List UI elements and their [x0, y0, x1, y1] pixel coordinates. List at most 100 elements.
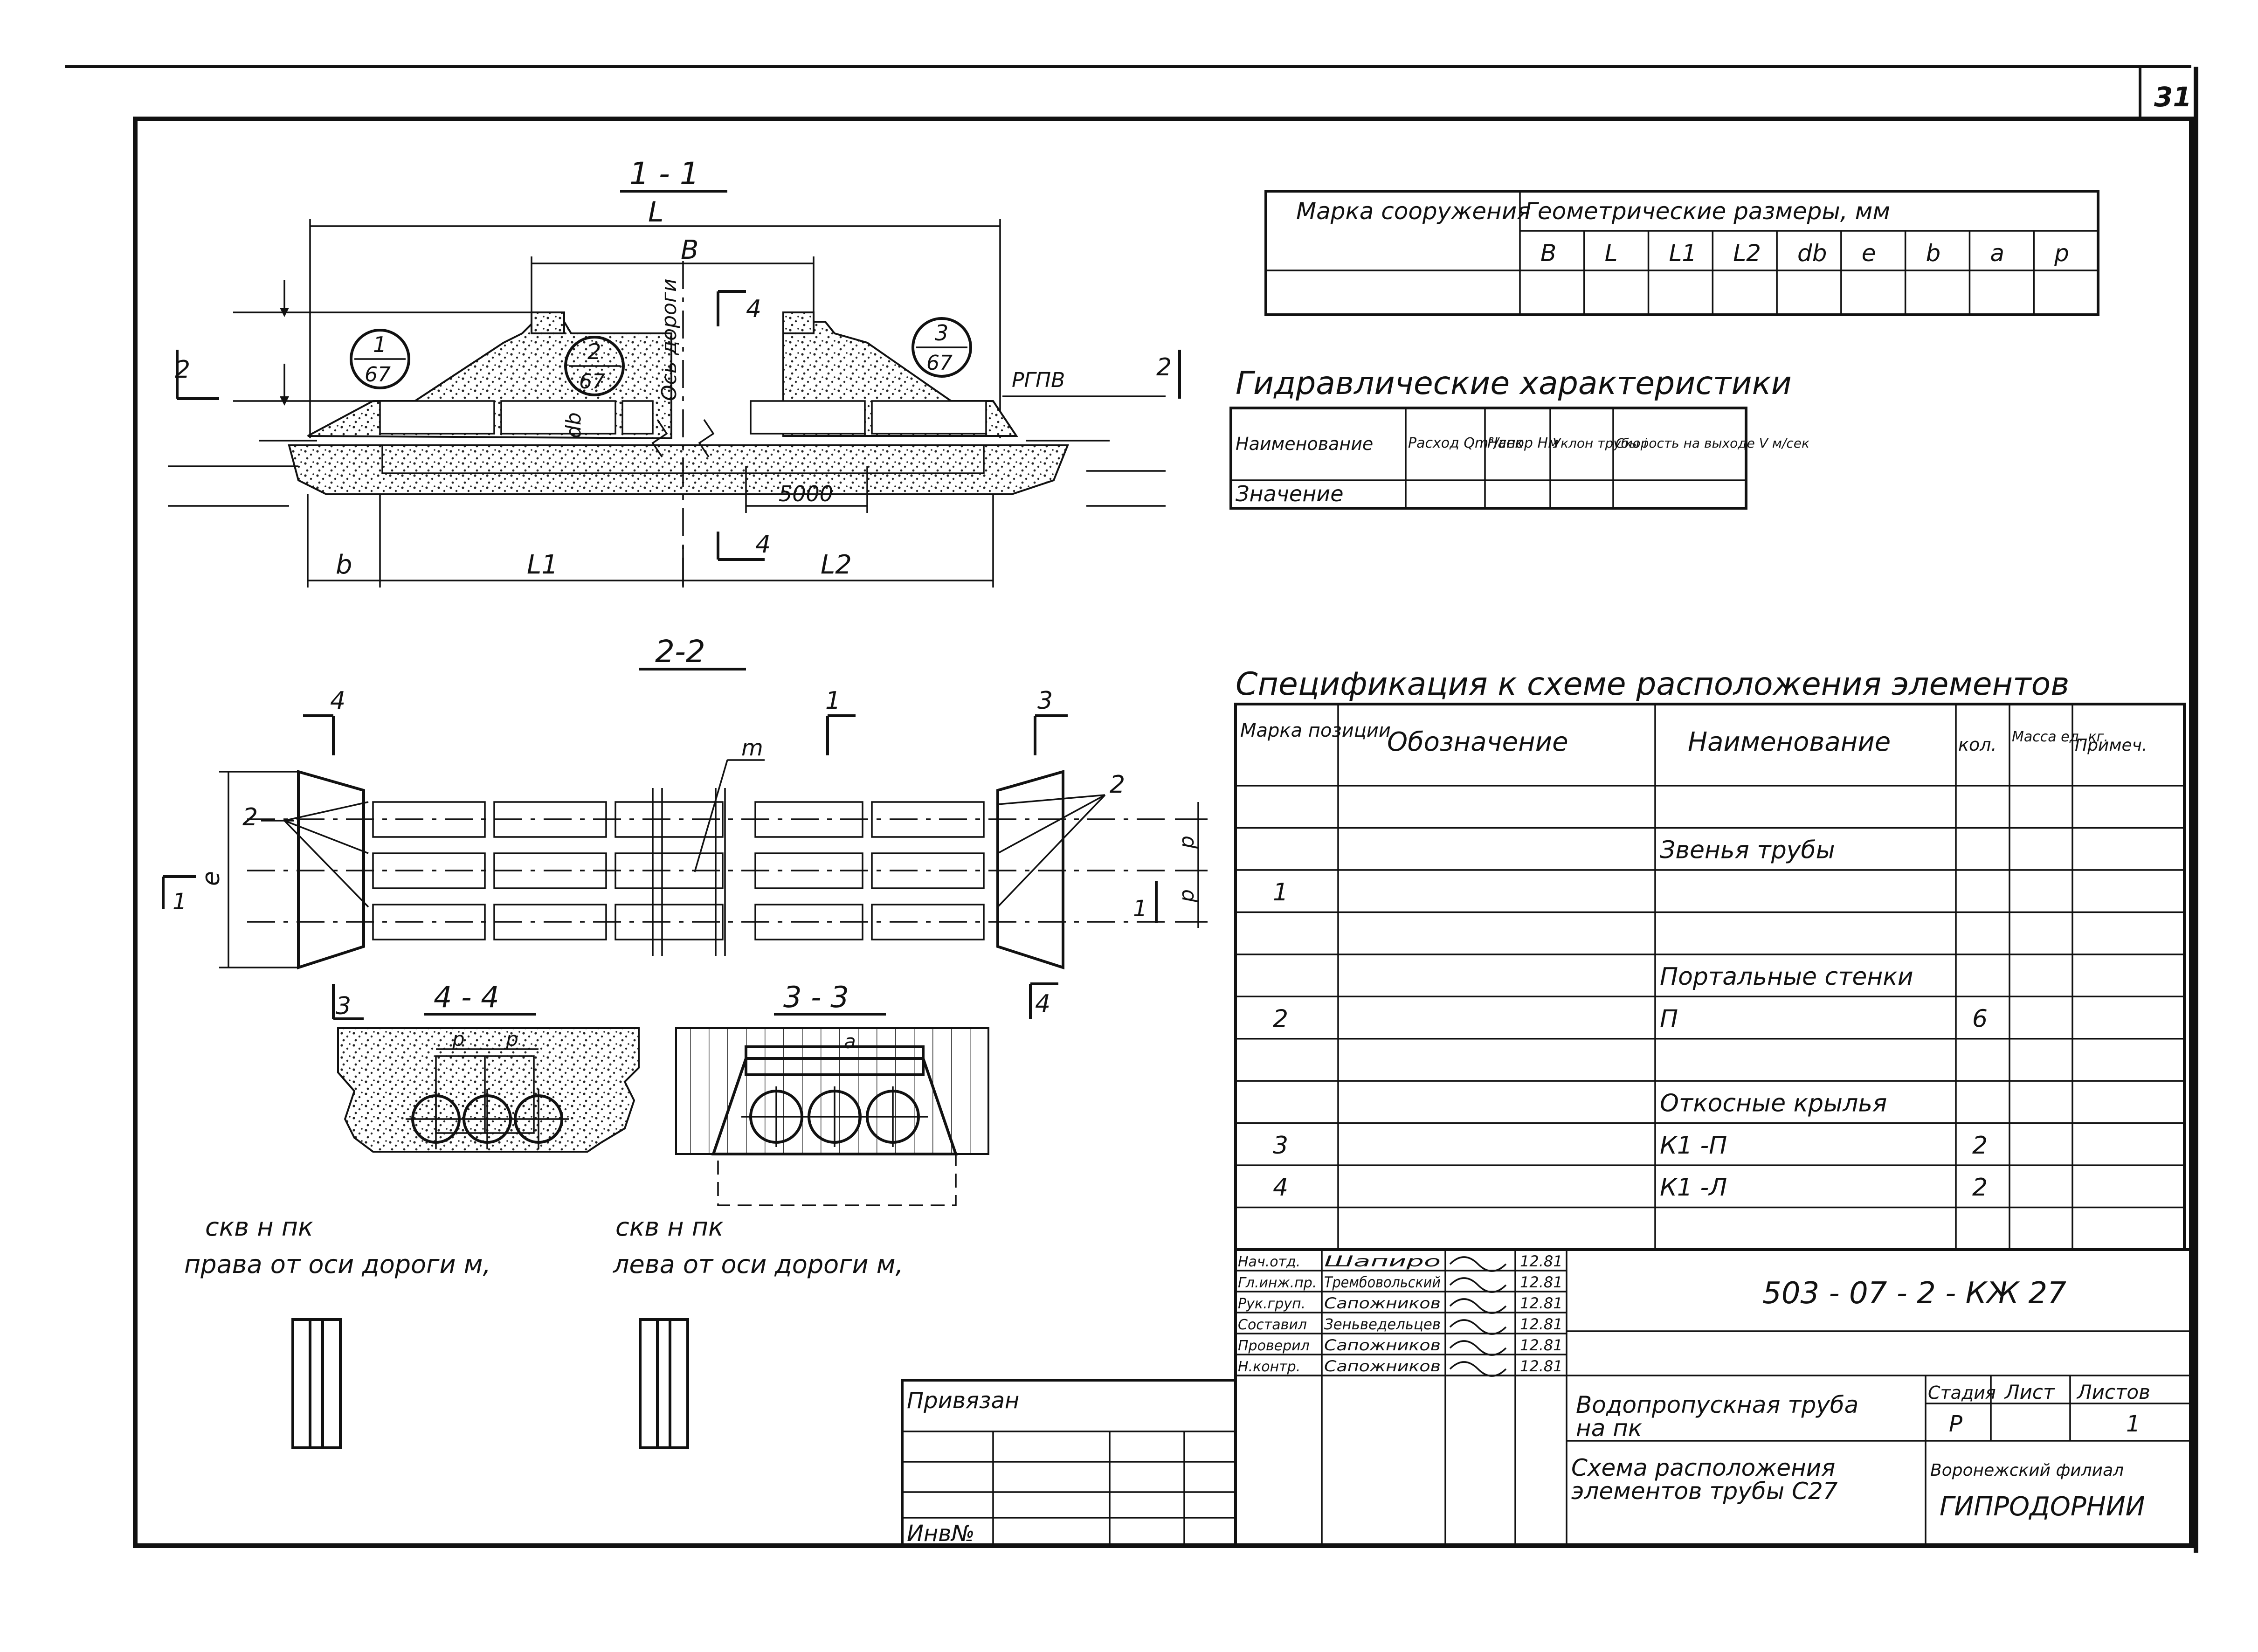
stamp-box-left	[639, 1318, 689, 1449]
dim-p-2: p	[1175, 889, 1199, 903]
cut-4-top: 4	[746, 295, 761, 323]
sheets-header: Листов	[2076, 1381, 2150, 1403]
level-rgpv: РГПВ	[1012, 368, 1065, 392]
cut-1-plan-right: 1	[1133, 896, 1147, 922]
note-left-line2: лева от оси дороги м,	[613, 1250, 904, 1279]
hydro-title: Гидравлические характеристики	[1236, 365, 1792, 402]
stage-value: Р	[1949, 1411, 1962, 1437]
staff-date: 12.81	[1520, 1273, 1563, 1291]
specification-table: Спецификация к схеме расположения элемен…	[1234, 666, 2186, 1251]
dim-e: e	[197, 871, 225, 886]
spec-title: Спецификация к схеме расположения элемен…	[1236, 666, 2069, 703]
svg-text:2: 2	[587, 339, 601, 364]
staff-name: Трембовольский	[1324, 1273, 1441, 1291]
staff-date: 12.81	[1520, 1294, 1563, 1312]
cut-3-plan-left: 3	[336, 992, 351, 1020]
staff-date: 12.81	[1520, 1315, 1563, 1333]
svg-text:3: 3	[935, 320, 948, 346]
staff-role: Нач.отд.	[1238, 1254, 1300, 1270]
dim-L1: L1	[527, 550, 558, 580]
staff-date: 12.81	[1520, 1336, 1563, 1354]
title1-a: Водопропускная труба	[1576, 1391, 1858, 1418]
sheets-value: 1	[2126, 1411, 2141, 1437]
hydro-h-speed: Скорость на выходе V м/сек	[1616, 435, 1809, 451]
staff-date: 12.81	[1520, 1252, 1563, 1270]
notes-block: скв н пк права от оси дороги м, скв н пк…	[184, 1212, 904, 1449]
privyazan-label: Привязан	[907, 1388, 1019, 1414]
label-2-right: 2	[1110, 771, 1125, 799]
signature-icon	[1449, 1361, 1507, 1377]
section-3-3: 3 - 3 a	[675, 980, 989, 1206]
doc-code: 503 - 07 - 2 - КЖ 27	[1762, 1276, 2066, 1311]
inv-label: Инв№	[907, 1521, 975, 1547]
spec-row-pos: 2	[1273, 1005, 1288, 1033]
callout-1-67: 1 67	[350, 329, 410, 389]
geom-col-2: L	[1605, 240, 1618, 267]
staff-name: Сапожников	[1324, 1336, 1441, 1354]
staff-role: Проверил	[1238, 1338, 1310, 1354]
dim-5000: 5000	[779, 481, 833, 506]
cut-mark-2-right: 2	[1156, 353, 1172, 381]
geom-col-3: L1	[1669, 240, 1697, 267]
dim-L: L	[648, 196, 663, 228]
staff-name: Сапожников	[1324, 1294, 1441, 1312]
dim-a-33: a	[844, 1030, 856, 1053]
title2-b: элементов трубы С27	[1571, 1478, 1838, 1505]
sheet-header: Лист	[2004, 1381, 2055, 1403]
svg-text:1: 1	[373, 332, 387, 357]
staff-date: 12.81	[1520, 1357, 1563, 1375]
signature-icon	[1449, 1277, 1507, 1293]
dim-B: B	[681, 235, 698, 265]
page-number: 31	[2154, 81, 2192, 113]
stamp-box-right	[291, 1318, 342, 1449]
spec-row-name: Портальные стенки	[1660, 963, 1913, 991]
hydro-h-name: Наименование	[1236, 434, 1373, 454]
staff-role: Рук.груп.	[1238, 1296, 1305, 1312]
spec-row-qty: 2	[1972, 1174, 1988, 1202]
cut-4-bottom: 4	[755, 531, 771, 559]
section-4-4: 4 - 4 p p	[337, 980, 640, 1153]
dim-p-44b: p	[505, 1028, 518, 1051]
section-2-2: 2-2 4 3 3 4 1	[162, 634, 1208, 1020]
cut-3-plan-right: 3	[1037, 687, 1053, 715]
dim-b: b	[336, 550, 352, 580]
spec-h-mass: Масса ед. кг.	[2012, 729, 2108, 745]
geom-col-4: L2	[1733, 240, 1761, 267]
spec-h-name: Наименование	[1688, 727, 1891, 757]
org-line2: ГИПРОДОРНИИ	[1940, 1492, 2145, 1522]
svg-text:67: 67	[365, 363, 391, 387]
road-axis-label: Ось дороги	[657, 278, 681, 401]
hydraulics-section: Гидравлические характеристики Наименован…	[1229, 365, 1809, 510]
dim-p-1: p	[1175, 836, 1199, 849]
title1-b: на пк	[1576, 1415, 1642, 1442]
svg-text:67: 67	[926, 351, 953, 375]
staff-role: Гл.инж.пр.	[1238, 1275, 1317, 1291]
label-2-left: 2	[242, 803, 258, 831]
stage-header: Стадия	[1928, 1382, 1996, 1403]
geom-col-8: a	[1990, 240, 2004, 267]
geom-col-1: B	[1540, 240, 1556, 267]
spec-row-name: К1 -Л	[1660, 1174, 1727, 1202]
spec-row-pos: 4	[1273, 1174, 1288, 1202]
staff-role: Составил	[1238, 1317, 1307, 1333]
spec-h-pos: Марка позиции	[1240, 720, 1391, 741]
section-1-1-title: 1 - 1	[629, 156, 699, 192]
title2-a: Схема расположения	[1571, 1454, 1835, 1481]
org-line1: Воронежский филиал	[1930, 1461, 2124, 1480]
section-1-1: 1 - 1 L B 2	[168, 156, 1181, 588]
geom-h-mark: Марка сооружения	[1296, 198, 1531, 225]
geom-col-9: p	[2054, 240, 2069, 267]
signature-icon	[1449, 1256, 1507, 1272]
hydro-h-flow: Расход Qm³/сек	[1408, 435, 1523, 451]
geom-col-7: b	[1926, 240, 1941, 267]
spec-row-name: Откосные крылья	[1660, 1089, 1887, 1117]
label-1-plan: 1	[825, 687, 841, 715]
callout-2-67: 2 67	[564, 336, 625, 396]
note-right-line2: права от оси дороги м,	[184, 1250, 491, 1279]
section-2-2-title: 2-2	[655, 634, 705, 670]
cut-1-plan-left: 1	[173, 889, 187, 915]
dim-p-44a: p	[452, 1028, 465, 1051]
callout-3-67: 3 67	[911, 317, 972, 378]
dim-db: db	[562, 412, 586, 438]
